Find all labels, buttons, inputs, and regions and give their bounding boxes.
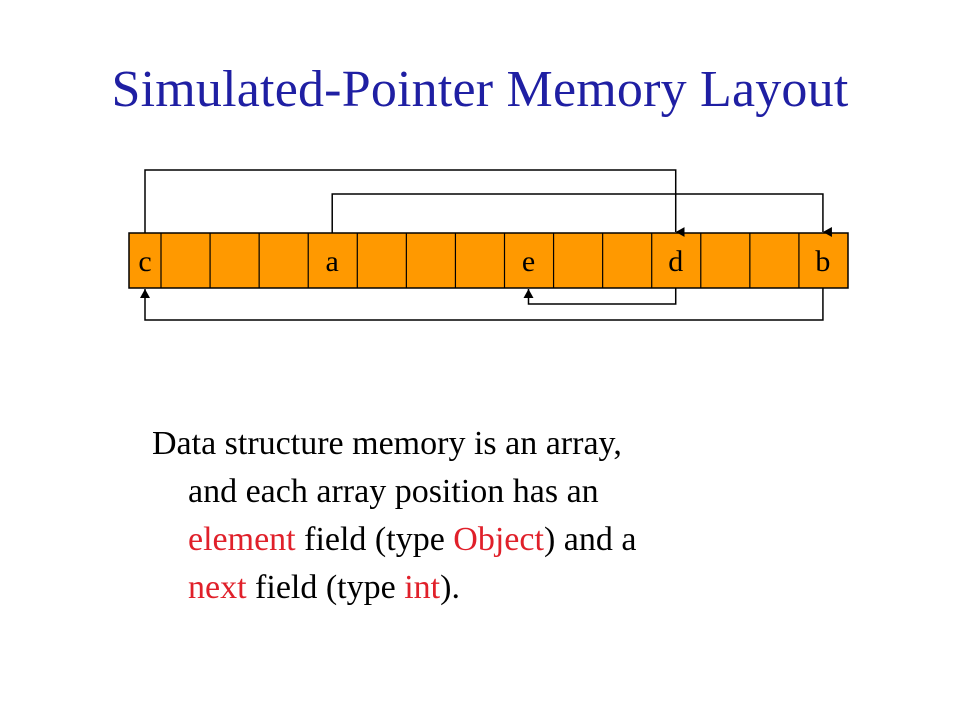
description-line-1: Data structure memory is an array, [152, 425, 622, 462]
description-fragment: field (type [246, 569, 405, 606]
description-line-4: next field (type int). [152, 564, 852, 612]
description-fragment: field (type [295, 521, 454, 558]
pointer-links [140, 169, 832, 321]
link-a-to-b [331, 193, 832, 237]
object-keyword: Object [453, 521, 544, 558]
cell-label-e: e [522, 245, 535, 278]
slide-title: Simulated-Pointer Memory Layout [111, 61, 849, 118]
cell-label-d: d [668, 245, 683, 278]
element-keyword: element [188, 521, 296, 558]
description-line-3: element field (type Object) and a [152, 516, 852, 564]
link-d-to-e [523, 288, 677, 305]
int-keyword: int [404, 569, 441, 606]
next-keyword: next [188, 569, 247, 606]
description-line-2: and each array position has an [188, 473, 599, 510]
description-fragment: ). [440, 569, 460, 606]
cell-label-a: a [326, 245, 339, 278]
cell-label-b: b [815, 245, 830, 278]
cell-label-c: c [138, 245, 151, 278]
link-b-to-c [140, 288, 824, 321]
description-text: Data structure memory is an array, and e… [152, 420, 852, 612]
array-body [128, 232, 849, 289]
link-c-to-d [144, 169, 685, 237]
description-fragment: ) and a [543, 521, 637, 558]
